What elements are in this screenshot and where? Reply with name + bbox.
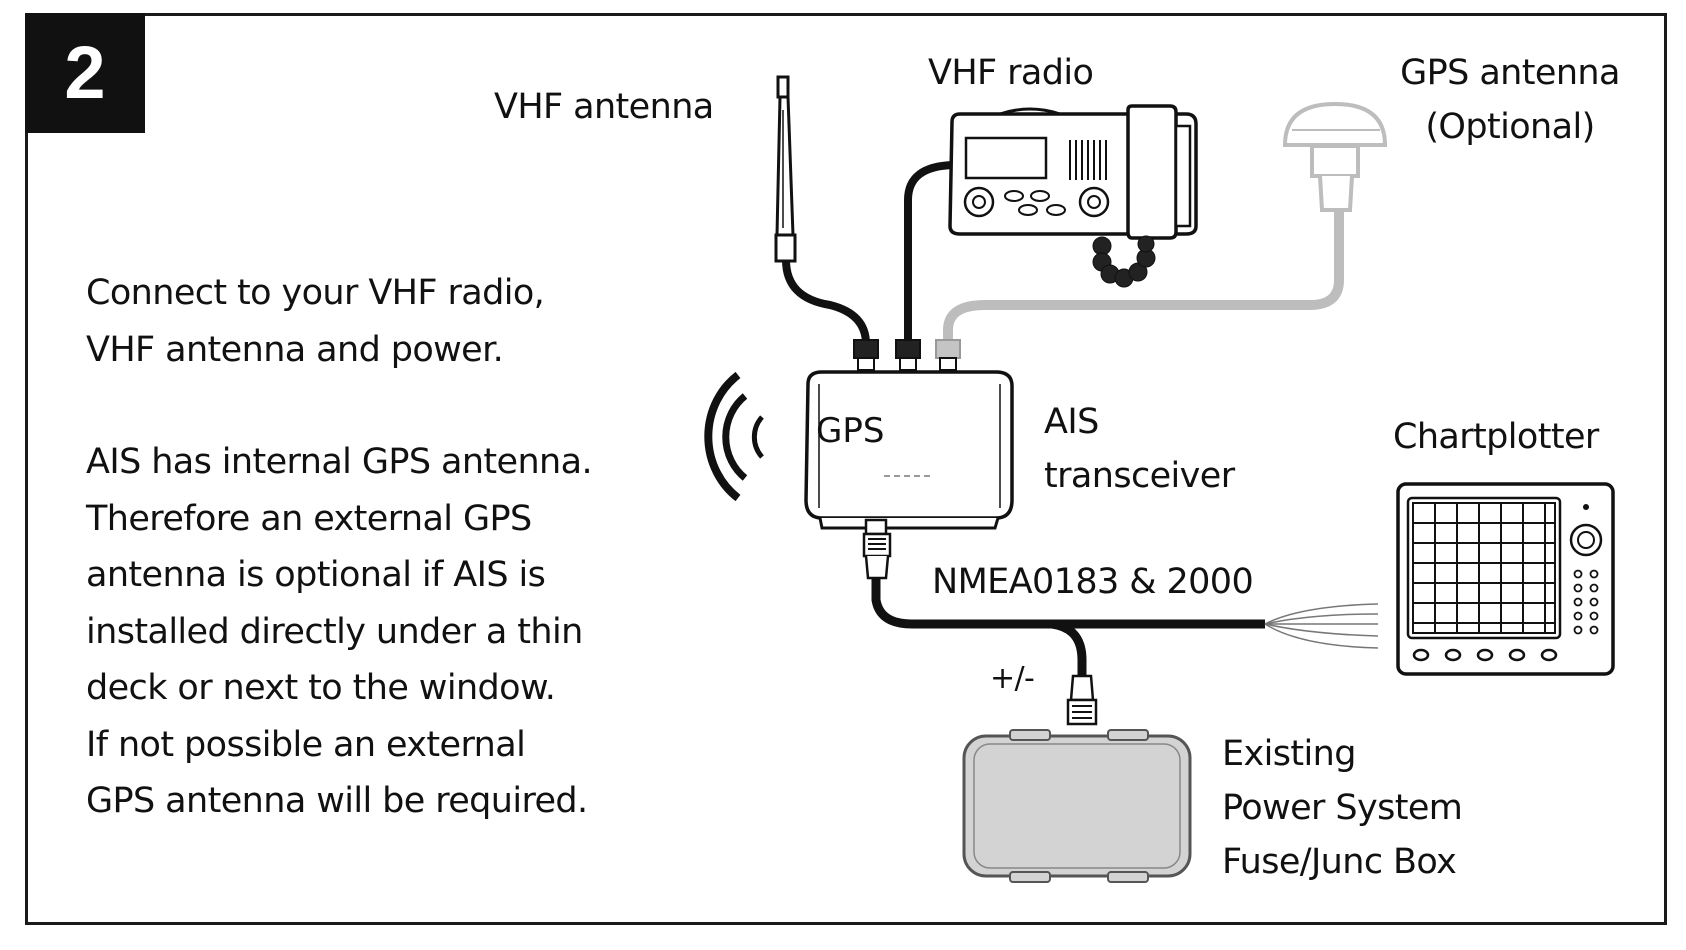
nmea-label: NMEA0183 & 2000 — [932, 562, 1254, 602]
ais-transceiver-label: AIS transceiver — [1044, 402, 1235, 496]
gps-antenna — [1282, 101, 1388, 212]
instruction-line: antenna is optional if AIS is — [86, 555, 546, 595]
chartplotter-label: Chartplotter — [1393, 417, 1599, 457]
instruction-line: deck or next to the window. — [86, 668, 556, 708]
ais-connectors — [853, 339, 961, 371]
nmea-fanout-wires — [1264, 603, 1379, 649]
instruction-line: AIS has internal GPS antenna. — [86, 442, 593, 482]
instruction-line: installed directly under a thin — [86, 611, 583, 652]
instruction-line: Connect to your VHF radio, — [86, 273, 545, 313]
step-number-badge: 2 — [25, 13, 145, 133]
vhf-antenna-cable — [782, 259, 870, 345]
vhf-radio-cable — [904, 161, 955, 344]
gps-antenna-label: GPS antenna (Optional) — [1400, 53, 1620, 147]
chartplotter — [1396, 482, 1615, 676]
power-junction-box — [962, 729, 1192, 883]
ais-transceiver-unit — [804, 370, 1014, 536]
gps-signal-icon — [704, 371, 764, 502]
vhf-antenna — [774, 75, 797, 263]
gps-antenna-cable — [943, 207, 1344, 349]
nmea-connector — [862, 532, 892, 580]
vhf-radio — [948, 104, 1198, 288]
polarity-label: +/- — [990, 661, 1035, 696]
ais-gps-marking: GPS — [816, 411, 884, 451]
power-system-label: Existing Power System Fuse/Junc Box — [1222, 734, 1463, 882]
diagram-frame — [25, 13, 1667, 925]
instruction-line: If not possible an external — [86, 724, 526, 765]
instruction-line: GPS antenna will be required. — [86, 781, 588, 821]
chartplotter-screen-grid — [1412, 502, 1556, 634]
vhf-antenna-label: VHF antenna — [494, 87, 714, 127]
instruction-line: Therefore an external GPS — [86, 498, 532, 539]
gps-note: AIS has internal GPS antenna. Therefore … — [86, 434, 686, 830]
power-cable — [1051, 619, 1087, 676]
vhf-radio-label: VHF radio — [928, 53, 1094, 93]
power-connector — [1066, 674, 1098, 726]
nmea-cable — [871, 578, 1265, 629]
connect-instructions: Connect to your VHF radio, VHF antenna a… — [86, 265, 686, 378]
instruction-line: VHF antenna and power. — [86, 329, 504, 370]
